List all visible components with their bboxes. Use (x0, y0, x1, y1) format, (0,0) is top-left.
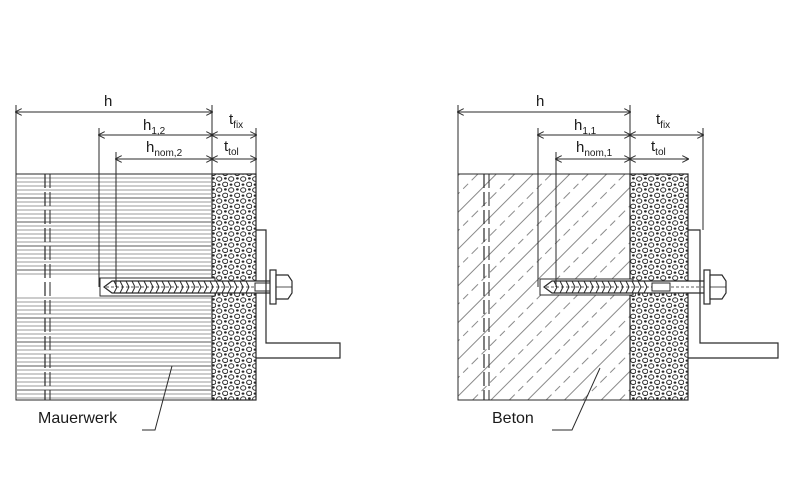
dim-tfix-label-right: tfix (656, 111, 670, 131)
dim-tfix-label-left: tfix (229, 111, 243, 131)
washer (269, 269, 277, 305)
material-label-mauerwerk: Mauerwerk (38, 410, 118, 427)
dim-ttol-label-right: ttol (651, 138, 666, 158)
washer-right (703, 269, 711, 305)
dim-h-label-left: h (104, 93, 112, 110)
fixture-profile (256, 229, 341, 359)
fixture-profile-right (688, 229, 779, 359)
dim-hnom1-label: hnom,1 (576, 139, 613, 159)
dimension-lines (16, 105, 256, 431)
dimension-lines-right (458, 105, 703, 431)
dim-hnom2-label: hnom,2 (146, 139, 183, 159)
material-label-beton: Beton (492, 410, 534, 427)
anchor-assembly (103, 269, 293, 305)
dim-h-label-right: h (536, 93, 544, 110)
left-panel: h h1,2 hnom,2 tfix ttol Mauerwerk (16, 93, 341, 431)
dim-ttol-label-left: ttol (224, 138, 239, 158)
dim-h12-label: h1,2 (143, 117, 166, 137)
dim-h11-label: h1,1 (574, 117, 597, 137)
anchor-assembly-right (543, 269, 727, 305)
right-panel: h h1,1 hnom,1 tfix ttol Beton (458, 93, 779, 431)
